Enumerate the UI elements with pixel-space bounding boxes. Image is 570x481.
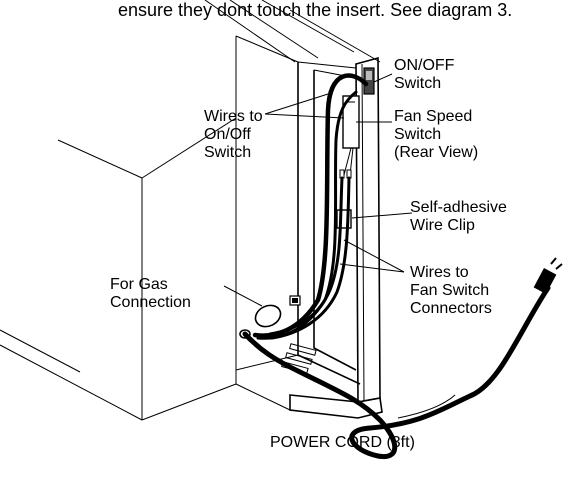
label-wire-clip: Self-adhesive Wire Clip — [410, 199, 507, 234]
svg-text:Switch: Switch — [394, 126, 441, 143]
svg-text:For Gas: For Gas — [110, 276, 168, 293]
cabinet-outline — [0, 0, 381, 421]
svg-text:Fan Switch: Fan Switch — [410, 282, 489, 299]
label-wires-to-on-off: Wires to On/Off Switch — [204, 108, 263, 161]
svg-text:Wires to: Wires to — [410, 264, 469, 281]
svg-text:Connectors: Connectors — [410, 300, 492, 317]
svg-text:Wires to: Wires to — [204, 108, 263, 125]
svg-text:On/Off: On/Off — [204, 126, 251, 143]
svg-text:(Rear View): (Rear View) — [394, 144, 478, 161]
svg-text:Self-adhesive: Self-adhesive — [410, 199, 507, 216]
label-fan-speed-switch: Fan Speed Switch (Rear View) — [394, 108, 478, 161]
label-wires-to-fan: Wires to Fan Switch Connectors — [410, 264, 492, 317]
label-on-off-switch: ON/OFF Switch — [394, 57, 455, 92]
caption-text: ensure they dont touch the insert. See d… — [118, 0, 512, 20]
fireplace-frame — [235, 56, 383, 419]
svg-text:Switch: Switch — [204, 144, 251, 161]
svg-text:ON/OFF: ON/OFF — [394, 57, 455, 74]
svg-text:Connection: Connection — [110, 294, 191, 311]
label-power-cord: POWER CORD (3ft) — [270, 434, 415, 451]
label-gas-connection: For Gas Connection — [110, 276, 191, 311]
svg-text:Switch: Switch — [394, 75, 441, 92]
leader-lines — [223, 73, 456, 419]
svg-text:Fan Speed: Fan Speed — [394, 108, 472, 125]
gas-connection-hole-icon — [254, 295, 301, 328]
wires — [252, 73, 369, 340]
power-cord — [239, 257, 563, 460]
svg-text:Wire Clip: Wire Clip — [410, 217, 475, 234]
